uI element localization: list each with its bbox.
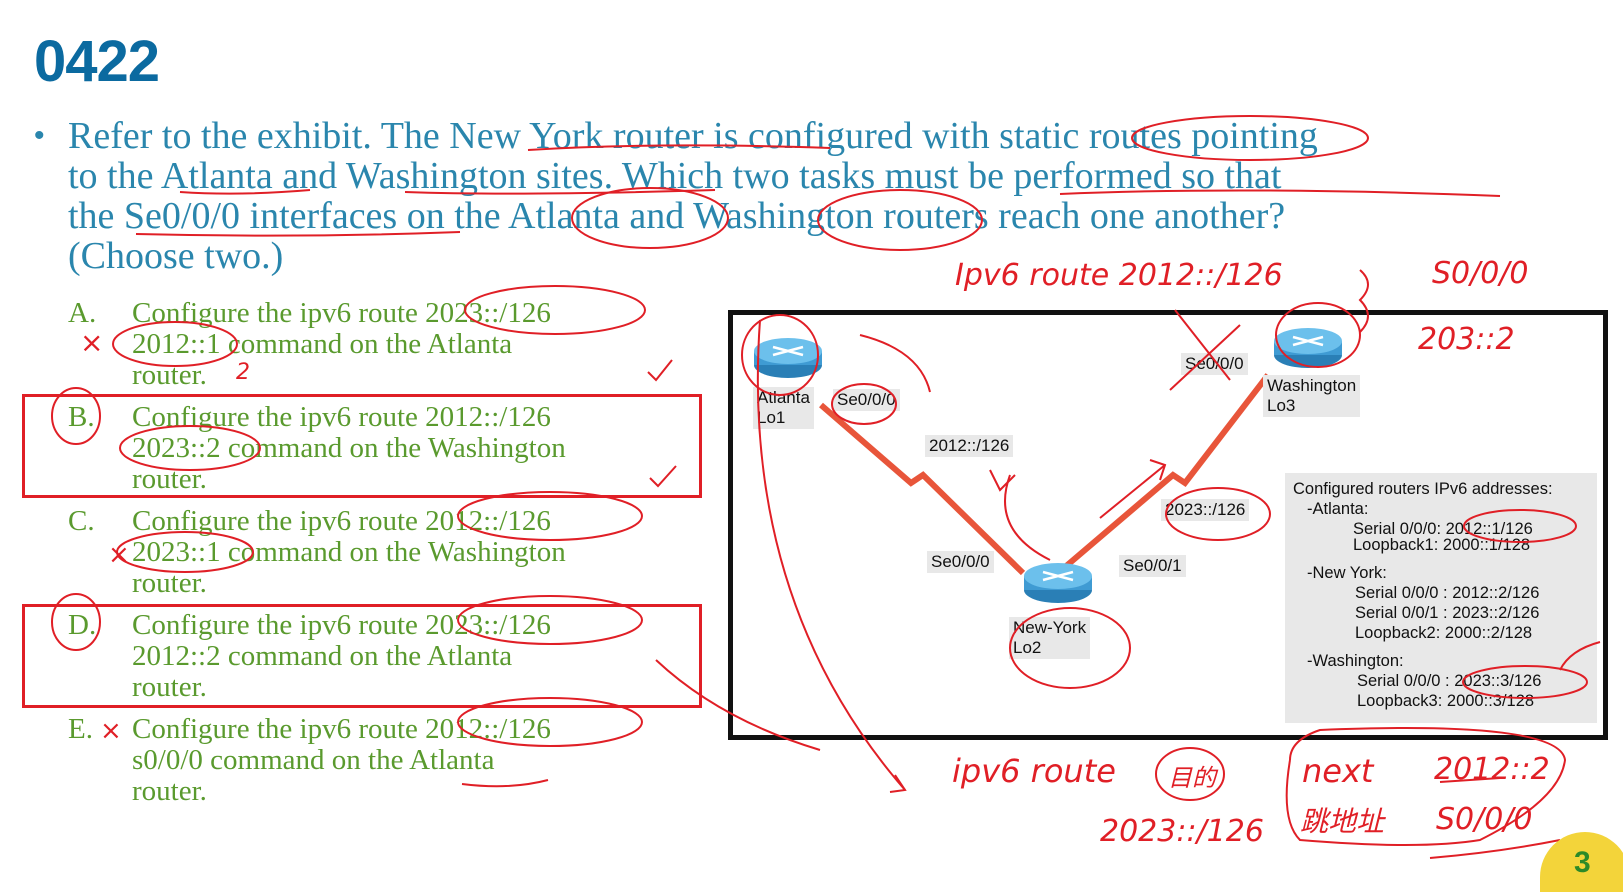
panel-ny-serial1: Serial 0/0/1 : 2023::2/126 bbox=[1355, 604, 1540, 622]
answer-box-d bbox=[22, 604, 702, 708]
option-a-letter: A. bbox=[68, 297, 97, 329]
link-newyork-washington bbox=[1056, 373, 1271, 576]
question-line-3: the Se0/0/0 interfaces on the Atlanta an… bbox=[68, 195, 1286, 237]
newyork-iface-left: Se0/0/0 bbox=[927, 551, 994, 573]
answer-box-b bbox=[22, 394, 702, 498]
panel-wash-heading: -Washington: bbox=[1307, 652, 1404, 670]
option-a-text: Configure the ipv6 route 2023::/126 2012… bbox=[132, 297, 551, 391]
hw-bottom-iface: S0/0/0 bbox=[1436, 802, 1533, 837]
link-right-prefix: 2023::/126 bbox=[1161, 499, 1250, 521]
hw-mark-a2: 2 bbox=[236, 360, 250, 385]
panel-ny-serial0: Serial 0/0/0 : 2012::2/126 bbox=[1355, 584, 1540, 602]
option-c-letter: C. bbox=[68, 505, 95, 537]
newyork-iface-right: Se0/0/1 bbox=[1119, 555, 1186, 577]
slide-title: 0422 bbox=[34, 29, 160, 94]
hw-mark-e: × bbox=[100, 716, 122, 746]
panel-wash-loopback: Loopback3: 2000::3/128 bbox=[1357, 692, 1535, 710]
panel-title: Configured routers IPv6 addresses: bbox=[1293, 480, 1553, 498]
page-number: 3 bbox=[1574, 846, 1591, 879]
hw-dest: 目的 bbox=[1168, 764, 1216, 792]
option-e-letter: E. bbox=[68, 713, 93, 745]
option-c-text: Configure the ipv6 route 2012::/126 2023… bbox=[132, 505, 566, 599]
router-washington-icon bbox=[1274, 328, 1342, 368]
hw-bottom-route: ipv6 route bbox=[952, 752, 1116, 790]
address-panel: Configured routers IPv6 addresses: -Atla… bbox=[1285, 473, 1597, 723]
option-e-text: Configure the ipv6 route 2012::/126 s0/0… bbox=[132, 713, 551, 807]
panel-ny-loopback: Loopback2: 2000::2/128 bbox=[1355, 624, 1533, 642]
hw-next: next bbox=[1302, 752, 1374, 790]
hw-top-iface: S0/0/0 bbox=[1432, 256, 1529, 291]
router-atlanta-icon bbox=[754, 338, 822, 378]
question-line-2: to the Atlanta and Washington sites. Whi… bbox=[68, 155, 1282, 197]
hw-bottom-addr: 2012::2 bbox=[1434, 752, 1550, 787]
arrow-head-bottom bbox=[889, 774, 907, 793]
hw-top-next: 203::2 bbox=[1418, 322, 1515, 357]
router-newyork-icon bbox=[1024, 563, 1092, 603]
question-line-1: Refer to the exhibit. The New York route… bbox=[68, 115, 1318, 157]
panel-atlanta-heading: -Atlanta: bbox=[1307, 500, 1369, 518]
washington-iface-label: Se0/0/0 bbox=[1181, 353, 1248, 375]
link-left-prefix: 2012::/126 bbox=[925, 435, 1014, 457]
atlanta-iface-label: Se0/0/0 bbox=[833, 389, 900, 411]
hw-next2: 跳地址 bbox=[1300, 805, 1385, 838]
link-atlanta-newyork bbox=[819, 402, 1026, 576]
panel-atlanta-loopback: Loopback1: 2000::1/128 bbox=[1353, 536, 1531, 554]
panel-ny-heading: -New York: bbox=[1307, 564, 1387, 582]
hw-mark-c: × bbox=[108, 540, 130, 570]
hw-top-route: Ipv6 route 2012::/126 bbox=[955, 258, 1283, 293]
underline-iface bbox=[1429, 839, 1561, 859]
bullet-icon: • bbox=[34, 119, 45, 152]
hw-mark-a: × bbox=[80, 326, 104, 359]
question-line-4: (Choose two.) bbox=[68, 235, 284, 277]
panel-wash-serial: Serial 0/0/0 : 2023::3/126 bbox=[1357, 672, 1542, 690]
hw-bottom-prefix: 2023::/126 bbox=[1100, 814, 1264, 849]
